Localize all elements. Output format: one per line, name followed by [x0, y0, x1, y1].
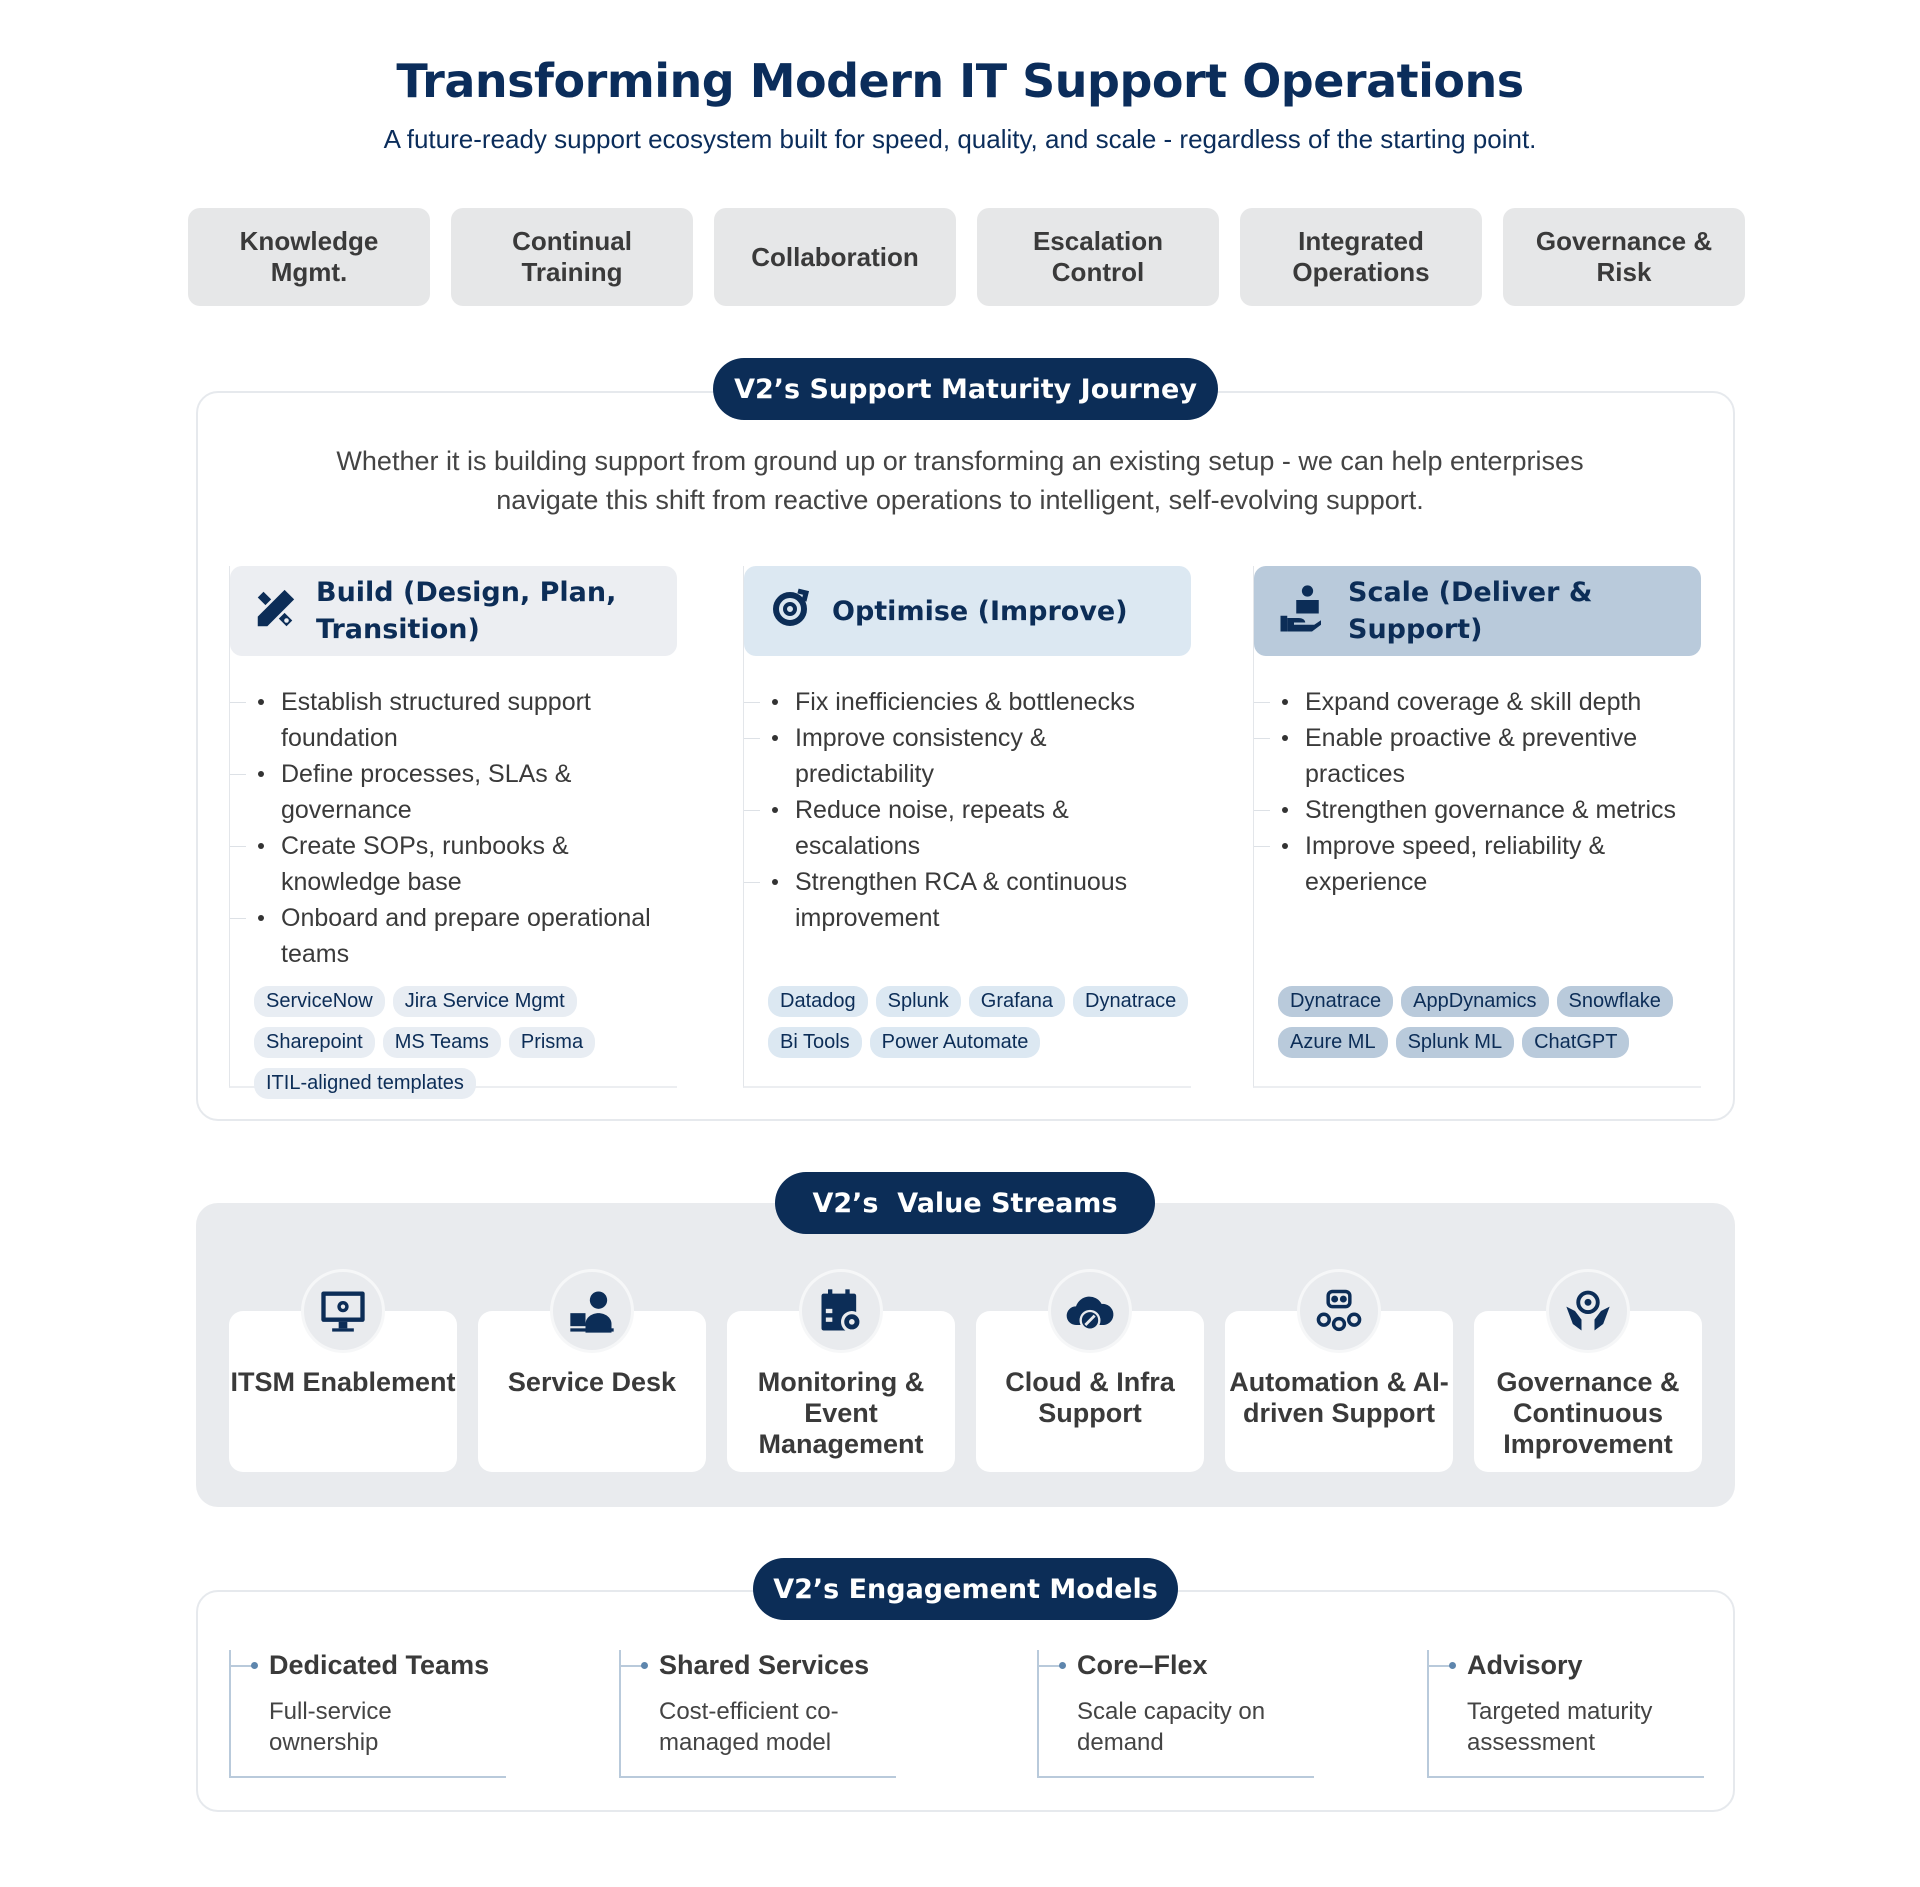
value-stream-label: Service Desk [507, 1367, 677, 1397]
bullet-item: Create SOPs, runbooks & knowledge base [230, 828, 677, 900]
journey-description: Whether it is building support from grou… [336, 446, 1584, 515]
tool-tag: Power Automate [869, 1027, 1041, 1058]
tool-tag: AppDynamics [1401, 986, 1549, 1017]
journey-column-2: Scale (Deliver & Support) Expand coverag… [1253, 566, 1701, 1088]
hands-gear-icon [1546, 1269, 1630, 1353]
support-agent-icon [550, 1269, 634, 1353]
pillar-integrated: Integrated Operations [1240, 208, 1482, 306]
gear-refresh-icon [766, 585, 814, 638]
tool-tag: Bi Tools [768, 1027, 862, 1058]
pillar-escalation: Escalation Control [977, 208, 1219, 306]
engagement-title: Advisory [1467, 1650, 1583, 1680]
bullet-item: Strengthen RCA & continuous improvement [744, 864, 1191, 936]
calendar-gear-icon [799, 1269, 883, 1353]
pillars-row: Knowledge Mgmt. Continual Training Colla… [188, 208, 1745, 306]
column-header: Scale (Deliver & Support) [1254, 566, 1701, 656]
column-title: Scale (Deliver & Support) [1348, 577, 1593, 645]
bullet-item: Define processes, SLAs & governance [230, 756, 677, 828]
cloud-wrench-icon [1048, 1269, 1132, 1353]
robot-gears-icon [1297, 1269, 1381, 1353]
value-stream-label: Automation & AI-driven Support [1229, 1367, 1449, 1428]
column-title: Optimise (Improve) [832, 595, 1128, 627]
engagement-desc: Scale capacity on demand [1077, 1698, 1266, 1756]
value-stream-label: Governance & Continuous Improvement [1496, 1367, 1680, 1459]
value-stream-label: Cloud & Infra Support [1005, 1367, 1175, 1428]
tool-tag: Dynatrace [1278, 986, 1394, 1017]
value-stream-card: Monitoring & Event Management [727, 1269, 955, 1472]
column-header: Build (Design, Plan, Transition) [230, 566, 677, 656]
column-header: Optimise (Improve) [744, 566, 1191, 656]
tool-tag: Prisma [508, 1027, 596, 1058]
tool-tag: Dynatrace [1073, 986, 1189, 1017]
tool-tag: Splunk ML [1395, 1027, 1515, 1058]
monitor-gear-icon [301, 1269, 385, 1353]
tool-tag: Jira Service Mgmt [392, 986, 577, 1017]
pillar-governance: Governance & Risk [1503, 208, 1745, 306]
tool-tag: Sharepoint [254, 1027, 375, 1058]
value-stream-label: Monitoring & Event Management [757, 1367, 925, 1459]
page-title: Transforming Modern IT Support Operation… [396, 54, 1524, 108]
engagement-title: Shared Services [659, 1650, 870, 1680]
design-tools-icon [252, 586, 298, 637]
bullet-item: Onboard and prepare operational teams [230, 900, 677, 972]
bullet-item: Strengthen governance & metrics [1254, 792, 1701, 828]
pillar-collaboration: Collaboration [714, 208, 956, 306]
value-stream-card: Governance & Continuous Improvement [1474, 1269, 1702, 1472]
tool-tag: ITIL-aligned templates [254, 1068, 476, 1099]
bullet-item: Reduce noise, repeats & escalations [744, 792, 1191, 864]
column-title: Build (Design, Plan, Transition) [316, 577, 617, 645]
tool-tag: Snowflake [1556, 986, 1673, 1017]
value-stream-cards: ITSM Enablement Service Desk Monitoring & … [229, 1269, 1702, 1472]
journey-column-0: Build (Design, Plan, Transition) Establi… [229, 566, 677, 1099]
journey-badge: V2’s Support Maturity Journey [713, 358, 1218, 420]
bullet-item: Expand coverage & skill depth [1254, 684, 1701, 720]
value-stream-card: Service Desk [478, 1269, 706, 1472]
bullet-item: Improve consistency & predictability [744, 720, 1191, 792]
bullet-item: Establish structured support foundation [230, 684, 677, 756]
bullet-item: Fix inefficiencies & bottlenecks [744, 684, 1191, 720]
tool-tag: MS Teams [382, 1027, 501, 1058]
journey-column-1: Optimise (Improve) Fix inefficiencies & … [743, 566, 1191, 1088]
engagement-title: Dedicated Teams [269, 1650, 490, 1680]
tool-tag: ChatGPT [1522, 1027, 1630, 1058]
bullet-item: Improve speed, reliability & experience [1254, 828, 1701, 900]
tool-tag: ServiceNow [254, 986, 385, 1017]
engagement-title: Core–Flex [1077, 1650, 1208, 1680]
engagement-desc: Full-service ownership [269, 1698, 392, 1756]
engagement-desc: Cost-efficient co-managed model [659, 1698, 839, 1756]
pillar-knowledge: Knowledge Mgmt. [188, 208, 430, 306]
tool-tag: Datadog [768, 986, 868, 1017]
tool-tag: Azure ML [1278, 1027, 1388, 1058]
engagement-desc: Targeted maturity assessment [1467, 1698, 1653, 1756]
tool-tag: Grafana [968, 986, 1066, 1017]
tool-tag: Splunk [875, 986, 961, 1017]
value-stream-label: ITSM Enablement [230, 1367, 456, 1397]
pillar-training: Continual Training [451, 208, 693, 306]
value-stream-card: ITSM Enablement [229, 1269, 457, 1472]
value-stream-card: Automation & AI-driven Support [1225, 1269, 1453, 1472]
page-subtitle: A future-ready support ecosystem built f… [383, 124, 1537, 154]
engagement-badge: V2’s Engagement Models [753, 1558, 1178, 1620]
bullet-item: Enable proactive & preventive practices [1254, 720, 1701, 792]
value-streams-badge: V2’s Value Streams [775, 1172, 1155, 1234]
value-stream-card: Cloud & Infra Support [976, 1269, 1204, 1472]
hand-box-gear-icon [1276, 582, 1330, 641]
